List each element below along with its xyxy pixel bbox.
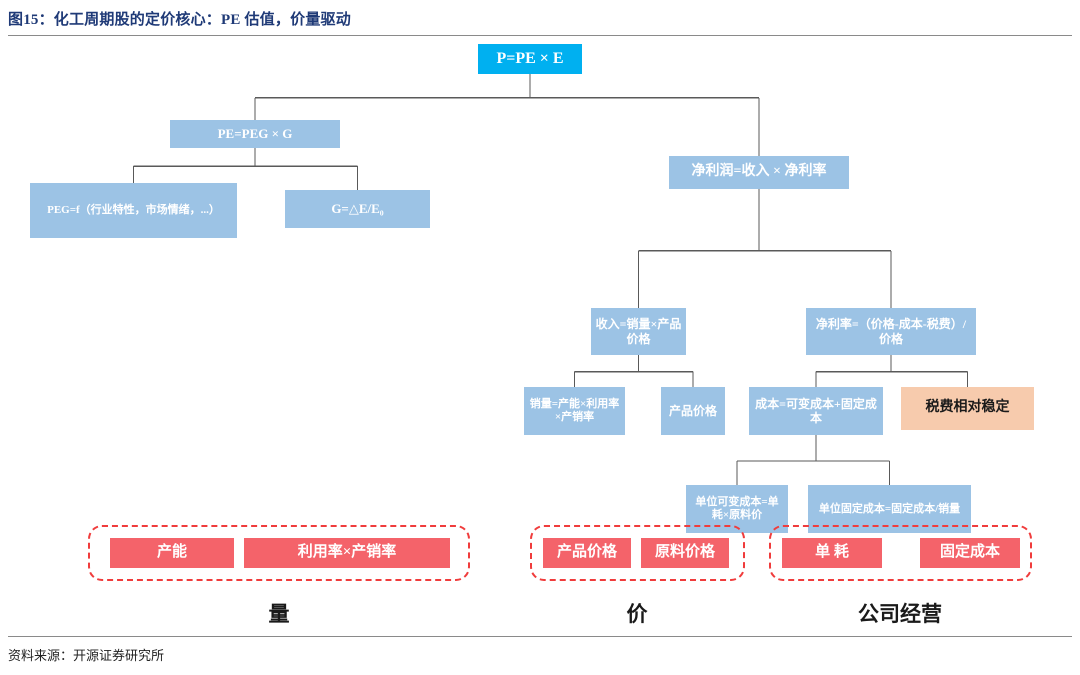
tree-node-root: P=PE × E (478, 44, 582, 74)
driver-chip: 产品价格 (543, 538, 631, 568)
connector-lines (132, 74, 969, 485)
driver-chip: 利用率×产销率 (244, 538, 450, 568)
driver-group-group-volume (88, 525, 470, 581)
tree-node-prodprice: 产品价格 (661, 387, 725, 435)
source-note: 资料来源：开源证券研究所 (8, 648, 165, 663)
driver-chip: 产能 (110, 538, 234, 568)
category-label-group-operations: 公司经营 (858, 602, 942, 626)
tree-node-cost: 成本=可变成本+固定成本 (749, 387, 883, 435)
tree-diagram: P=PE × E PE=PEG × G PEG=f（行业特性，市场情绪，...） G=… (0, 38, 1080, 634)
tree-node-revenue: 收入=销量×产品价格 (591, 308, 686, 355)
driver-group-group-operations (769, 525, 1032, 581)
tree-node-pe: PE=PEG × G (170, 120, 340, 148)
tree-node-netmargin: 净利率=（价格-成本-税费）/价格 (806, 308, 976, 355)
header-divider (8, 35, 1072, 36)
tree-node-profit: 净利润=收入 × 净利率 (669, 156, 849, 189)
footer-divider (8, 636, 1072, 637)
tree-node-volume: 销量=产能×利用率×产销率 (524, 387, 625, 435)
category-label-group-price: 价 (626, 602, 648, 626)
driver-group-group-price (530, 525, 745, 581)
figure-title: 图15：化工周期股的定价核心：PE 估值，价量驱动 (8, 12, 351, 28)
category-label-group-volume: 量 (268, 602, 290, 626)
driver-chip: 固定成本 (920, 538, 1020, 568)
tree-node-tax: 税费相对稳定 (901, 387, 1034, 430)
driver-chip: 原料价格 (641, 538, 729, 568)
driver-chip: 单 耗 (782, 538, 882, 568)
tree-node-g: G=△E/E₀ (285, 190, 430, 228)
tree-node-peg: PEG=f（行业特性，市场情绪，...） (30, 183, 237, 238)
